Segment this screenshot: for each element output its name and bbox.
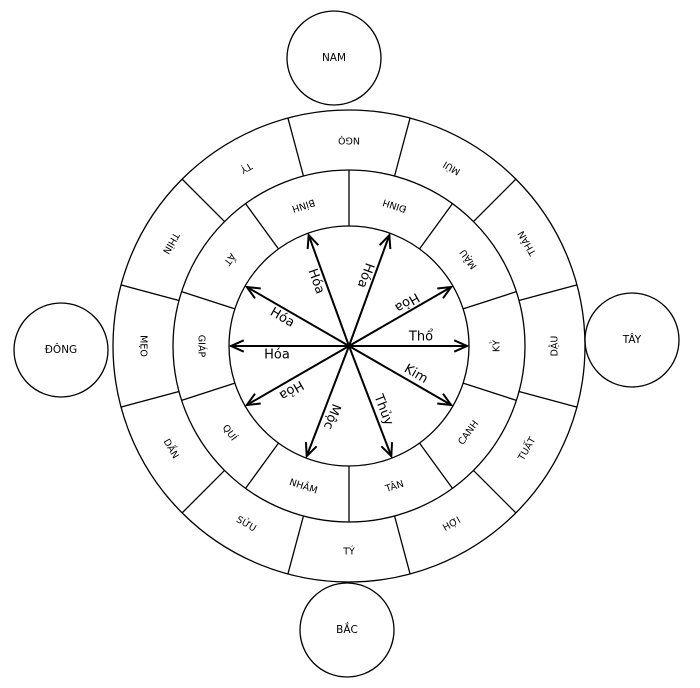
branch-label: SỬU [234,513,258,534]
stem-label: GIÁP [196,335,208,358]
element-arrow-label: Mộc [320,401,343,431]
element-arrow-label: Hỏa [276,377,306,403]
arrowhead-icon [306,232,320,250]
arrowhead-icon [228,339,245,353]
arrow-shaft [348,286,452,347]
arrowhead-icon [304,442,318,459]
stem-divider [462,382,517,402]
stem-divider [181,290,236,310]
stem-divider [245,203,279,250]
heavenly-stems-ring: ĐINH MẬU KỶ CANH TÂN NHÂM QUÍ GIÁP ẤT BÍNH [181,170,517,522]
branch-divider [181,469,226,514]
element-arrow-label: Hóa [354,261,377,290]
branch-label: THÌN [160,229,182,256]
element-arrow-label: Kim [401,362,430,387]
branch-divider [120,390,180,408]
stem-divider [419,203,453,250]
branch-label: TỴ [238,159,255,175]
stem-label: CANH [456,419,481,448]
arrowhead-icon [437,393,454,407]
branch-label: TUẤT [515,435,539,464]
element-arrow-label: Hóa [304,267,327,296]
compass-directions: NAM TÂY ĐÔNG BẮC [13,10,680,678]
stem-label: BÍNH [290,196,316,215]
stem-divider [245,442,279,489]
stem-divider [181,382,236,402]
branch-divider [393,515,411,575]
compass-label: ĐÔNG [45,343,77,356]
stem-label: KỶ [491,340,503,352]
compass-circle [286,10,382,106]
compass-label: NAM [322,52,346,64]
arrow-shaft [246,345,350,406]
compass-circle [584,292,680,388]
branch-divider [518,390,578,408]
element-arrow-label: Thổ [408,330,433,345]
compass-label: BẮC [336,622,358,636]
stem-label: QUÍ [220,422,240,443]
stem-label: MẬU [457,247,479,272]
branch-divider [472,469,517,514]
compass-label: TÂY [622,333,642,346]
arrowhead-icon [378,232,392,250]
stem-label: TÂN [383,478,405,495]
arrow-shaft [246,286,350,347]
arrowhead-icon [380,442,394,459]
branch-label: DẦN [161,436,183,461]
arrowhead-icon [453,339,470,353]
element-arrow-label: Hóa [264,348,290,363]
branch-label: HỢI [441,515,463,534]
stem-label: ẤT [221,251,238,268]
arrow-shaft [305,345,350,457]
arrow-shaft [348,234,391,347]
arrowhead-icon [244,285,261,299]
branch-label: NGỌ [338,135,360,146]
stem-divider [419,442,453,489]
branch-label: MẸO [138,335,149,357]
stem-label: ĐINH [381,196,408,214]
branch-label: MÙI [441,158,463,177]
branch-divider [393,117,411,177]
element-arrow-label: Hóa [267,305,297,331]
branch-divider [120,284,180,302]
compass-circle [299,582,395,678]
arrowhead-icon [437,285,454,299]
branch-label: TÝ [342,546,355,558]
branch-divider [181,178,226,223]
stem-divider [462,290,517,310]
arrow-shaft [348,345,452,406]
branch-divider [472,178,517,223]
branch-divider [287,117,305,177]
branch-label: THÂN [515,229,539,259]
arrowhead-icon [244,393,261,407]
arrow-shaft [348,345,393,457]
arrow-shaft [307,234,350,347]
element-arrow-label: Hỏa [392,289,422,315]
stem-label: NHÂM [288,476,319,496]
branch-label: DẬU [549,336,561,357]
branch-divider [518,284,578,302]
branch-divider [287,515,305,575]
compass-circle [13,302,109,398]
